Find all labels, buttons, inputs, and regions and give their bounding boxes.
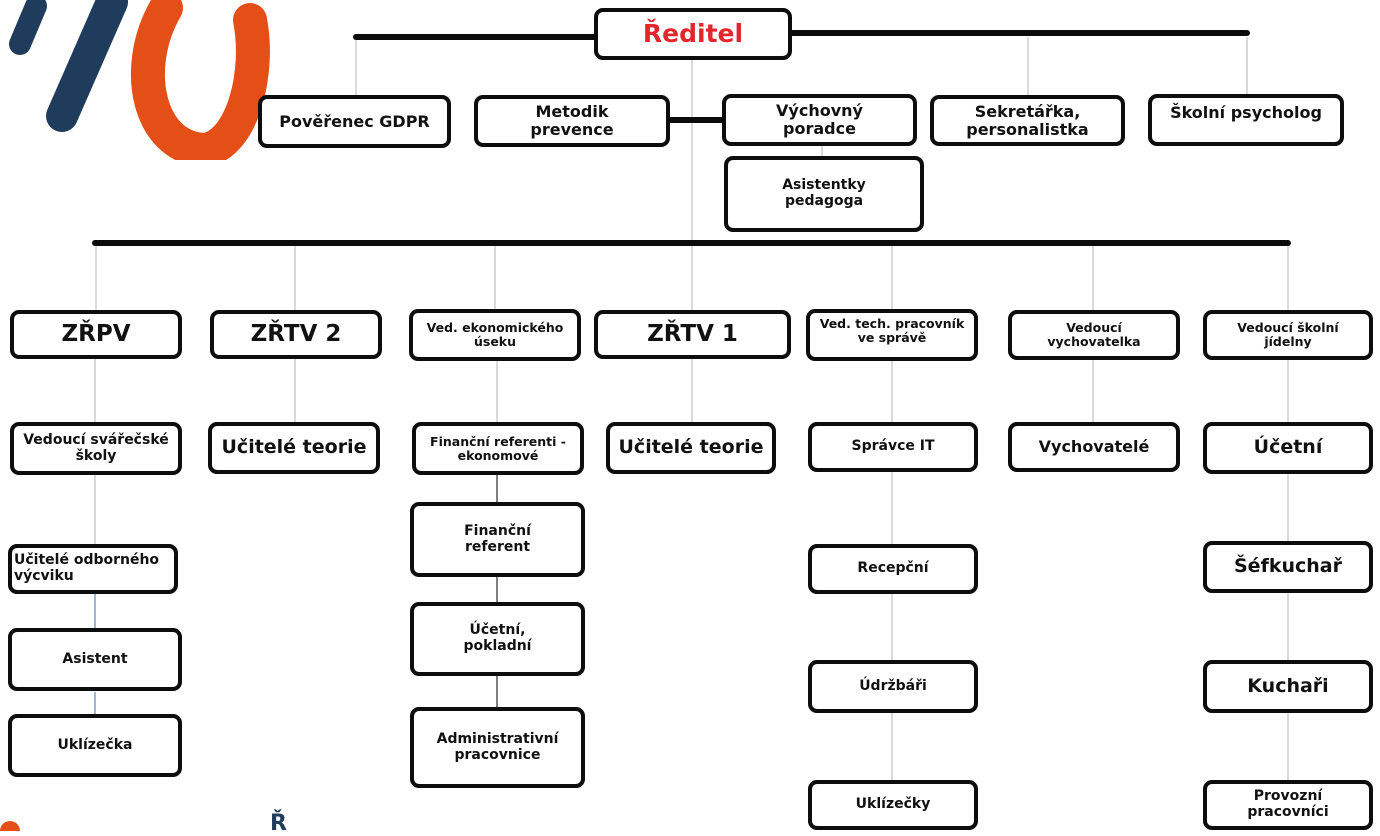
uklizecka-box: Uklízečka xyxy=(8,714,182,777)
tech-head: Ved. tech. pracovník ve správě xyxy=(806,309,978,361)
ucetni-jidelna-box: Účetní xyxy=(1203,422,1373,474)
sefkuchar-box: Šéfkuchař xyxy=(1203,541,1373,593)
asistentky-pedagoga-box: Asistentky pedagoga xyxy=(724,156,924,232)
ekonom-head: Ved. ekonomického úseku xyxy=(409,309,581,361)
zrpv-head: ZŘPV xyxy=(10,310,182,359)
director-box: Ředitel xyxy=(594,8,792,60)
vychovatele-box: Vychovatelé xyxy=(1008,422,1180,472)
gdpr-box: Pověřenec GDPR xyxy=(258,95,451,148)
kuchari-box: Kuchaři xyxy=(1203,660,1373,713)
sekretarka-box: Sekretářka, personalistka xyxy=(930,95,1125,146)
zrtv1-head: ZŘTV 1 xyxy=(594,310,791,359)
spravce-it-box: Správce IT xyxy=(808,422,978,472)
metodik-prevence-box: Metodik prevence xyxy=(474,95,670,147)
ucitele-odborneho-box: Učitelé odborného výcviku xyxy=(8,544,178,594)
vychov-head: Vedoucí vychovatelka xyxy=(1008,310,1180,360)
ucitele-teorie-2-box: Učitelé teorie xyxy=(208,422,380,474)
logo-fragment-glyph: Ř xyxy=(270,811,287,836)
recepcni-box: Recepční xyxy=(808,544,978,594)
jidelna-head: Vedoucí školní jídelny xyxy=(1203,310,1373,360)
psycholog-box: Školní psycholog xyxy=(1148,94,1344,146)
financni-referent-box: Finanční referent xyxy=(410,502,585,577)
udrzbari-box: Údržbáři xyxy=(808,660,978,713)
ucetni-pokladni-box: Účetní, pokladní xyxy=(410,602,585,676)
ucitele-teorie-1-box: Učitelé teorie xyxy=(606,422,776,474)
uklizecky-box: Uklízečky xyxy=(808,780,978,830)
logo-fragment-icon xyxy=(0,821,20,831)
provozni-pracovnici-box: Provozní pracovníci xyxy=(1203,780,1373,830)
administrativni-box: Administrativní pracovnice xyxy=(410,707,585,788)
school-logo xyxy=(9,0,270,160)
financni-referenti-box: Finanční referenti - ekonomové xyxy=(412,422,584,475)
zrtv2-head: ZŘTV 2 xyxy=(210,310,382,359)
vychovny-poradce-box: Výchovný poradce xyxy=(722,94,917,146)
vedouci-svarecske-box: Vedoucí svářečské školy xyxy=(10,422,182,475)
asistent-box: Asistent xyxy=(8,628,182,691)
